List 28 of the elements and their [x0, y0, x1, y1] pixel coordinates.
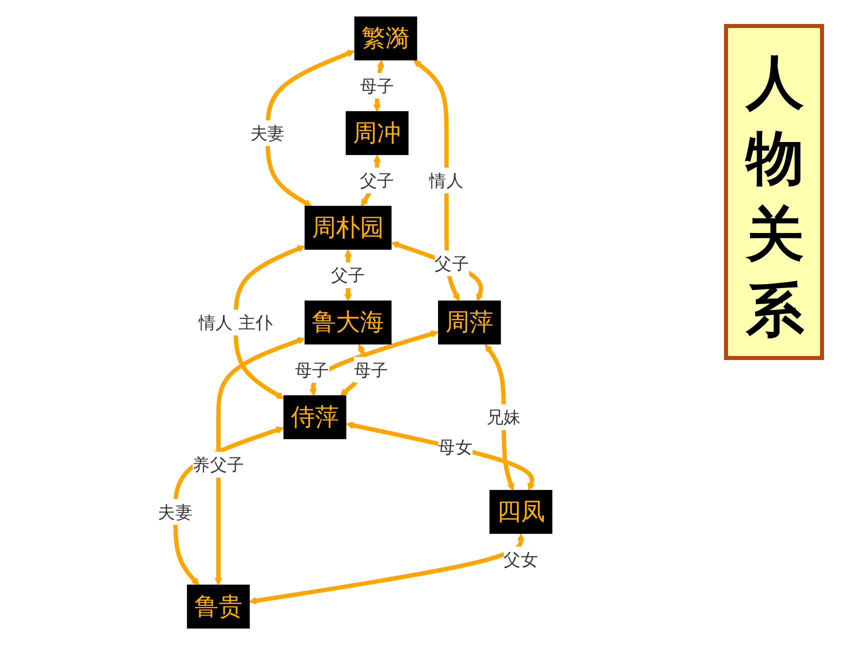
node-box: 周冲	[346, 111, 409, 156]
arrow	[173, 426, 284, 586]
edge-label: 母子	[294, 360, 330, 380]
edge-label: 母子	[360, 75, 394, 96]
edge-label: 父子	[360, 170, 394, 191]
title: 人物关系	[724, 24, 824, 360]
arrow	[233, 245, 306, 400]
node-box: 鲁大海	[304, 300, 392, 344]
edge-label: 父子	[330, 264, 366, 286]
node-box: 侍萍	[283, 395, 346, 440]
arrow	[346, 422, 535, 491]
node-box: 鲁贵	[186, 584, 250, 629]
edge-label: 兄妹	[486, 406, 521, 428]
arrow	[249, 533, 525, 604]
edge-label: 夫妻	[250, 122, 285, 144]
edge-label: 夫妻	[158, 502, 193, 522]
arrow	[391, 241, 484, 302]
arrow	[214, 337, 306, 586]
node-box: 周萍	[438, 300, 501, 344]
edge-label: 父子	[434, 252, 470, 274]
edge-label: 母女	[438, 436, 473, 458]
node-box: 周朴园	[304, 206, 392, 250]
arrow	[265, 50, 355, 207]
edge-label: 父女	[504, 548, 538, 570]
node-box: 繁漪	[354, 16, 418, 60]
edge-label: 养父子	[192, 454, 244, 475]
edge-label: 母子	[354, 360, 388, 380]
node-box: 四凤	[489, 490, 552, 534]
